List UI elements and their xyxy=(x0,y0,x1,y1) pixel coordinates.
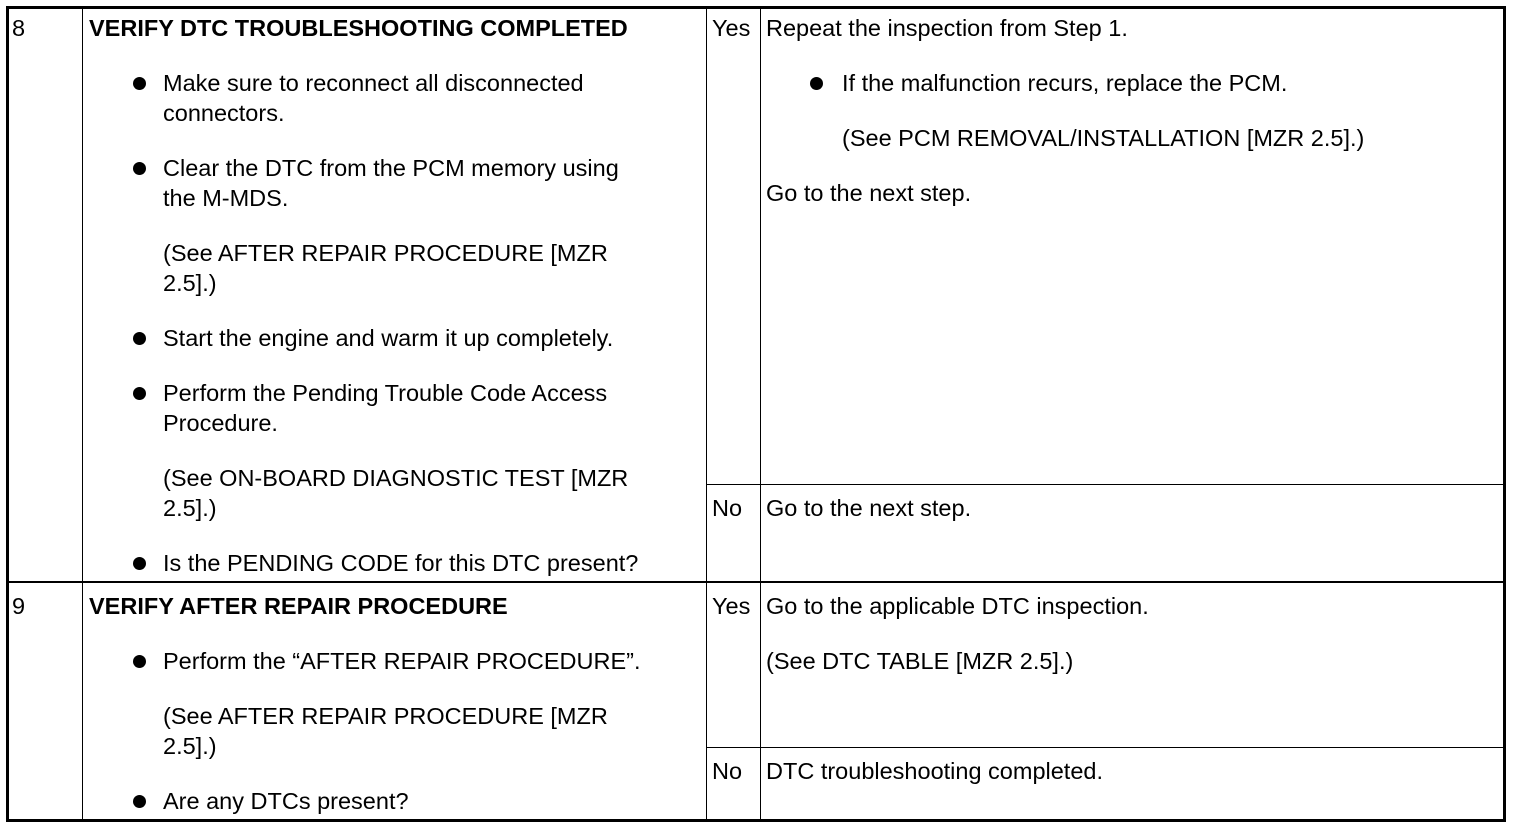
reference-note-continuation: 2.5].) xyxy=(163,495,217,521)
yes-action-bullet: If the malfunction recurs, replace the P… xyxy=(842,70,1288,96)
list-item-continuation: Procedure. xyxy=(163,410,278,436)
bullet-icon xyxy=(133,655,146,668)
bullet-icon xyxy=(133,162,146,175)
no-label: No xyxy=(712,758,743,784)
column-divider-action xyxy=(760,7,761,820)
bullet-icon xyxy=(133,77,146,90)
reference-note: (See AFTER REPAIR PROCEDURE [MZR xyxy=(163,703,608,729)
reference-note: (See PCM REMOVAL/INSTALLATION [MZR 2.5].… xyxy=(842,125,1365,151)
yes-action-text: Repeat the inspection from Step 1. xyxy=(766,15,1128,41)
list-item: Clear the DTC from the PCM memory using xyxy=(163,155,619,181)
list-item: Start the engine and warm it up complete… xyxy=(163,325,614,351)
step-number: 9 xyxy=(12,593,26,619)
bullet-icon xyxy=(810,77,823,90)
list-item: Are any DTCs present? xyxy=(163,788,409,814)
yes-label: Yes xyxy=(712,593,751,619)
list-item: Perform the “AFTER REPAIR PROCEDURE”. xyxy=(163,648,641,674)
yes-no-divider-row9 xyxy=(706,747,1505,748)
list-item-continuation: connectors. xyxy=(163,100,285,126)
list-item: Is the PENDING CODE for this DTC present… xyxy=(163,550,639,576)
yes-action-text: Go to the applicable DTC inspection. xyxy=(766,593,1149,619)
reference-note-continuation: 2.5].) xyxy=(163,733,217,759)
column-divider-step xyxy=(82,7,83,820)
step-title: VERIFY AFTER REPAIR PROCEDURE xyxy=(89,593,508,619)
step-title: VERIFY DTC TROUBLESHOOTING COMPLETED xyxy=(89,15,628,41)
bullet-icon xyxy=(133,387,146,400)
reference-note: (See DTC TABLE [MZR 2.5].) xyxy=(766,648,1074,674)
reference-note-continuation: 2.5].) xyxy=(163,270,217,296)
no-label: No xyxy=(712,495,743,521)
column-divider-answer xyxy=(706,7,707,820)
row-divider xyxy=(7,581,1505,583)
diagnostic-table xyxy=(6,6,1506,822)
bullet-icon xyxy=(133,332,146,345)
list-item-continuation: the M-MDS. xyxy=(163,185,289,211)
reference-note: (See AFTER REPAIR PROCEDURE [MZR xyxy=(163,240,608,266)
no-action-text: Go to the next step. xyxy=(766,495,972,521)
list-item: Make sure to reconnect all disconnected xyxy=(163,70,584,96)
step-number: 8 xyxy=(12,15,26,41)
yes-label: Yes xyxy=(712,15,751,41)
list-item: Perform the Pending Trouble Code Access xyxy=(163,380,608,406)
bullet-icon xyxy=(133,795,146,808)
yes-no-divider-row8 xyxy=(706,484,1505,485)
reference-note: (See ON-BOARD DIAGNOSTIC TEST [MZR xyxy=(163,465,629,491)
no-action-text: DTC troubleshooting completed. xyxy=(766,758,1104,784)
yes-action-text: Go to the next step. xyxy=(766,180,972,206)
bullet-icon xyxy=(133,557,146,570)
